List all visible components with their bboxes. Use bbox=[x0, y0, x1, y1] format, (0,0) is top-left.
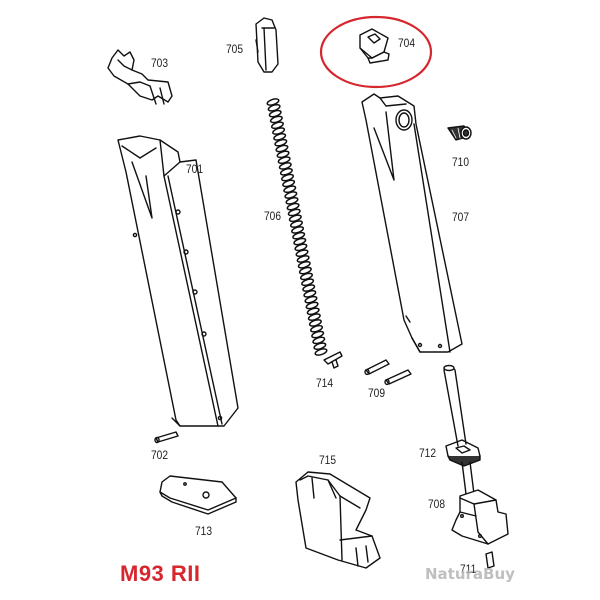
part-712[interactable] bbox=[445, 439, 481, 467]
part-702[interactable] bbox=[154, 431, 179, 444]
part-709[interactable] bbox=[364, 359, 412, 386]
part-704[interactable] bbox=[359, 28, 390, 64]
label-714: 714 bbox=[316, 376, 334, 390]
label-704: 704 bbox=[398, 36, 416, 50]
part-708[interactable] bbox=[443, 364, 509, 545]
label-707: 707 bbox=[452, 210, 470, 224]
part-711[interactable] bbox=[485, 551, 495, 569]
part-710[interactable] bbox=[447, 125, 472, 141]
part-703[interactable] bbox=[107, 49, 173, 105]
part-706-coils bbox=[266, 98, 328, 356]
part-714[interactable] bbox=[323, 351, 343, 369]
label-702: 702 bbox=[151, 448, 169, 462]
label-706: 706 bbox=[264, 209, 282, 223]
label-708: 708 bbox=[428, 497, 446, 511]
label-715: 715 bbox=[319, 453, 337, 467]
highlight-ellipse bbox=[319, 15, 433, 89]
part-701[interactable] bbox=[117, 135, 239, 427]
part-705[interactable] bbox=[255, 17, 279, 73]
label-711: 711 bbox=[460, 562, 477, 576]
part-707[interactable] bbox=[361, 93, 463, 353]
model-title: M93 RII bbox=[120, 561, 201, 586]
label-712: 712 bbox=[419, 446, 437, 460]
label-709: 709 bbox=[368, 386, 386, 400]
part-713[interactable] bbox=[159, 475, 237, 515]
part-715[interactable] bbox=[295, 471, 381, 569]
label-701: 701 bbox=[186, 162, 204, 176]
watermark: NaturaBuy bbox=[425, 565, 515, 583]
label-705: 705 bbox=[226, 42, 244, 56]
label-710: 710 bbox=[452, 155, 470, 169]
label-703: 703 bbox=[151, 56, 169, 70]
label-713: 713 bbox=[195, 524, 213, 538]
